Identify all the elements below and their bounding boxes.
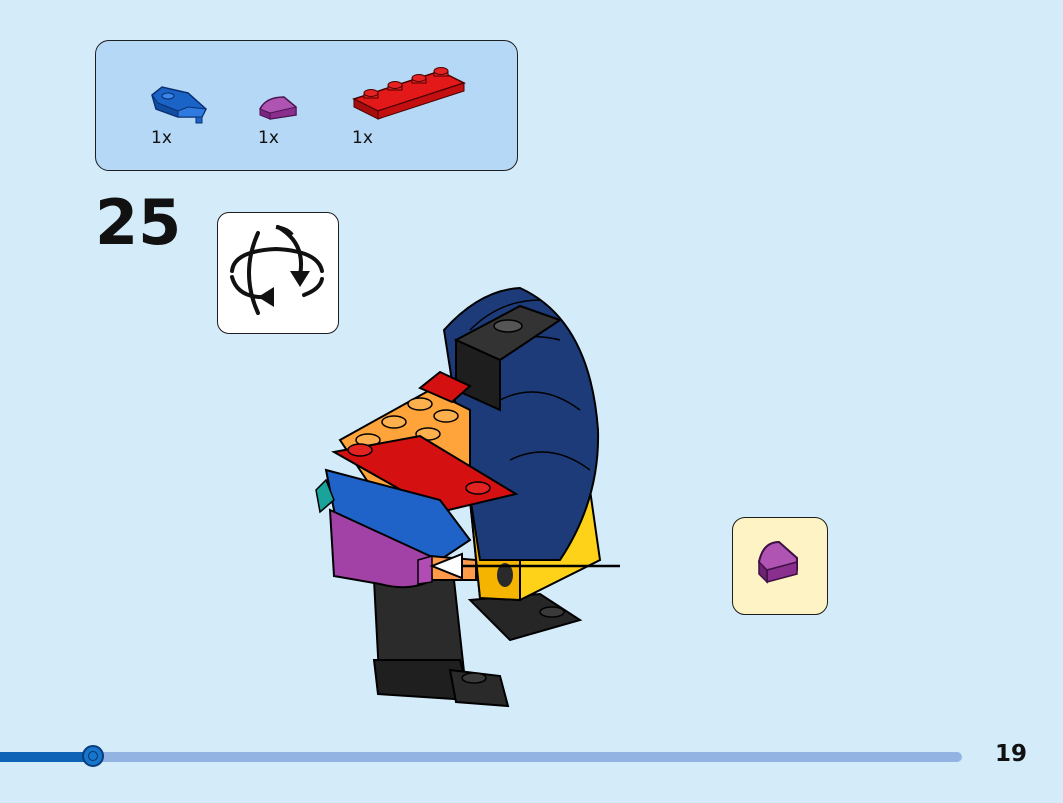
progress-track: [0, 752, 962, 762]
part-quantity: 1x: [151, 128, 172, 148]
part-quantity: 1x: [258, 128, 279, 148]
progress-fill: [0, 752, 93, 762]
progress-knob[interactable]: [82, 745, 104, 767]
red-plate-1x4-icon: [352, 67, 466, 120]
page-number: 19: [995, 741, 1028, 767]
purple-quarter-round-tile-icon: [259, 96, 297, 120]
step-number: 25: [95, 186, 182, 259]
purple-quarter-round-tile-icon: [757, 540, 798, 584]
rotate-model-icon: [230, 225, 324, 315]
rotate-instruction-box: [217, 212, 339, 334]
part-quantity: 1x: [352, 128, 373, 148]
part-callout-box: [732, 517, 828, 615]
parts-list-box: 1x 1x 1x: [95, 40, 518, 171]
blue-wedge-plate-icon: [151, 86, 207, 124]
model-illustration: [315, 286, 620, 708]
